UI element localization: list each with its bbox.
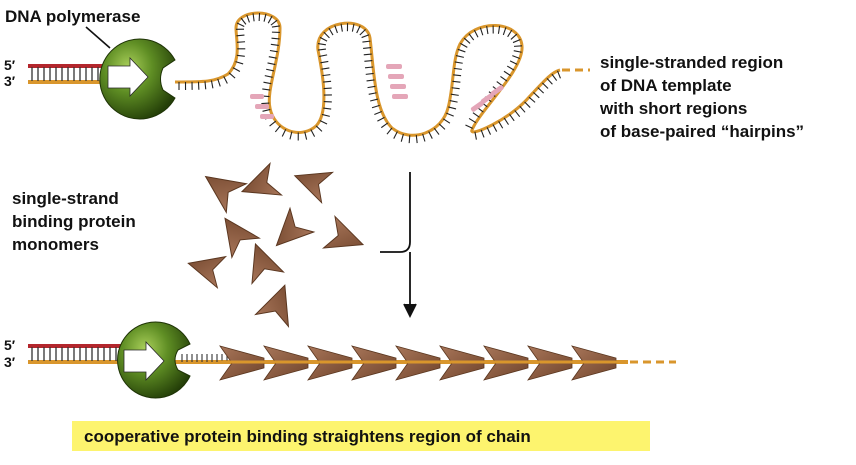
caption: cooperative protein binding straightens … [84,427,531,446]
svg-text:binding protein: binding protein [12,212,136,231]
svg-text:monomers: monomers [12,235,99,254]
three-prime-label-bottom: 3′ [4,354,16,370]
hairpin-stem-2 [386,64,408,99]
template-description: single-stranded region of DNA template w… [599,53,804,141]
dna-polymerase-top [100,39,175,119]
svg-text:of base-paired “hairpins”: of base-paired “hairpins” [600,122,804,141]
five-prime-label-top: 5′ [4,57,16,73]
protein-monomer [323,216,368,260]
three-prime-label-top: 3′ [4,73,16,89]
svg-text:single-stranded region: single-stranded region [600,53,783,72]
svg-text:with short regions: with short regions [599,99,747,118]
polymerase-pointer [86,27,110,48]
protein-monomers [184,161,369,327]
protein-monomer [256,279,302,326]
protein-monomer [289,161,332,203]
protein-monomer [265,208,314,257]
polymerase-label: DNA polymerase [5,7,140,26]
process-arrow [380,172,416,316]
protein-monomer [196,162,247,212]
five-prime-label-bottom: 5′ [4,337,16,353]
protein-description: single-strand binding protein monomers [12,189,136,254]
protein-monomer [184,248,226,288]
svg-text:of DNA template: of DNA template [600,76,732,95]
protein-monomer [211,209,259,258]
svg-text:single-strand: single-strand [12,189,119,208]
